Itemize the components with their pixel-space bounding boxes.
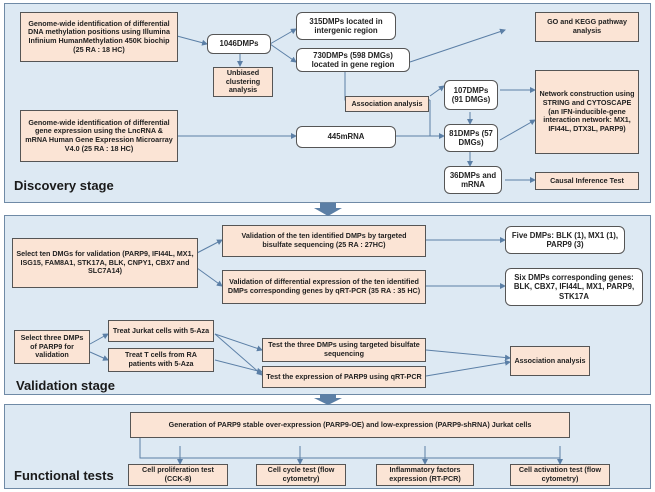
validation-stage-label: Validation stage <box>16 378 115 393</box>
discovery-stage-label: Discovery stage <box>14 178 114 193</box>
select-ten-dmgs-box: Select ten DMGs for validation (PARP9, I… <box>12 238 198 288</box>
cell-activation-box: Cell activation test (flow cytometry) <box>510 464 610 486</box>
gene-region-dmps-box: 730DMPs (598 DMGs) located in gene regio… <box>296 48 410 72</box>
association-analysis-box-discovery: Association analysis <box>345 96 429 112</box>
unbiased-clustering-box: Unbiased clustering analysis <box>213 67 273 97</box>
test-expression-box: Test the expression of PARP9 using qRT-P… <box>262 366 426 388</box>
intergenic-dmps-box: 315DMPs located in intergenic region <box>296 12 396 40</box>
methylation-identification-box: Genome-wide identification of differenti… <box>20 12 178 62</box>
treat-jurkat-box: Treat Jurkat cells with 5-Aza <box>108 320 214 342</box>
go-kegg-box: GO and KEGG pathway analysis <box>535 12 639 42</box>
cell-proliferation-box: Cell proliferation test (CCK-8) <box>128 464 228 486</box>
six-dmps-box: Six DMPs corresponding genes: BLK, CBX7,… <box>505 268 643 306</box>
select-three-dmps-box: Select three DMPs of PARP9 for validatio… <box>14 330 90 364</box>
inflammatory-factors-box: Inflammatory factors expression (RT-PCR) <box>376 464 474 486</box>
generation-box: Generation of PARP9 stable over-expressi… <box>130 412 570 438</box>
test-three-dmps-box: Test the three DMPs using targeted bisul… <box>262 338 426 362</box>
five-dmps-box: Five DMPs: BLK (1), MX1 (1), PARP9 (3) <box>505 226 625 254</box>
dmps-1046-box: 1046DMPs <box>207 34 271 54</box>
expression-identification-box: Genome-wide identification of differenti… <box>20 110 178 162</box>
treat-t-cells-box: Treat T cells from RA patients with 5-Az… <box>108 348 214 372</box>
mrna-445-box: 445mRNA <box>296 126 396 148</box>
association-analysis-box-validation: Association analysis <box>510 346 590 376</box>
dmps-36-box: 36DMPs and mRNA <box>444 166 502 194</box>
validation-qrt-box: Validation of differential expression of… <box>222 270 426 304</box>
cell-cycle-box: Cell cycle test (flow cytometry) <box>256 464 346 486</box>
dmps-81-box: 81DMPs (57 DMGs) <box>444 124 498 152</box>
validation-bisulfate-box: Validation of the ten identified DMPs by… <box>222 225 426 257</box>
causal-inference-box: Causal Inference Test <box>535 172 639 190</box>
dmps-107-box: 107DMPs (91 DMGs) <box>444 80 498 110</box>
functional-tests-label: Functional tests <box>14 468 114 483</box>
network-construction-box: Network construction using STRING and CY… <box>535 70 639 154</box>
